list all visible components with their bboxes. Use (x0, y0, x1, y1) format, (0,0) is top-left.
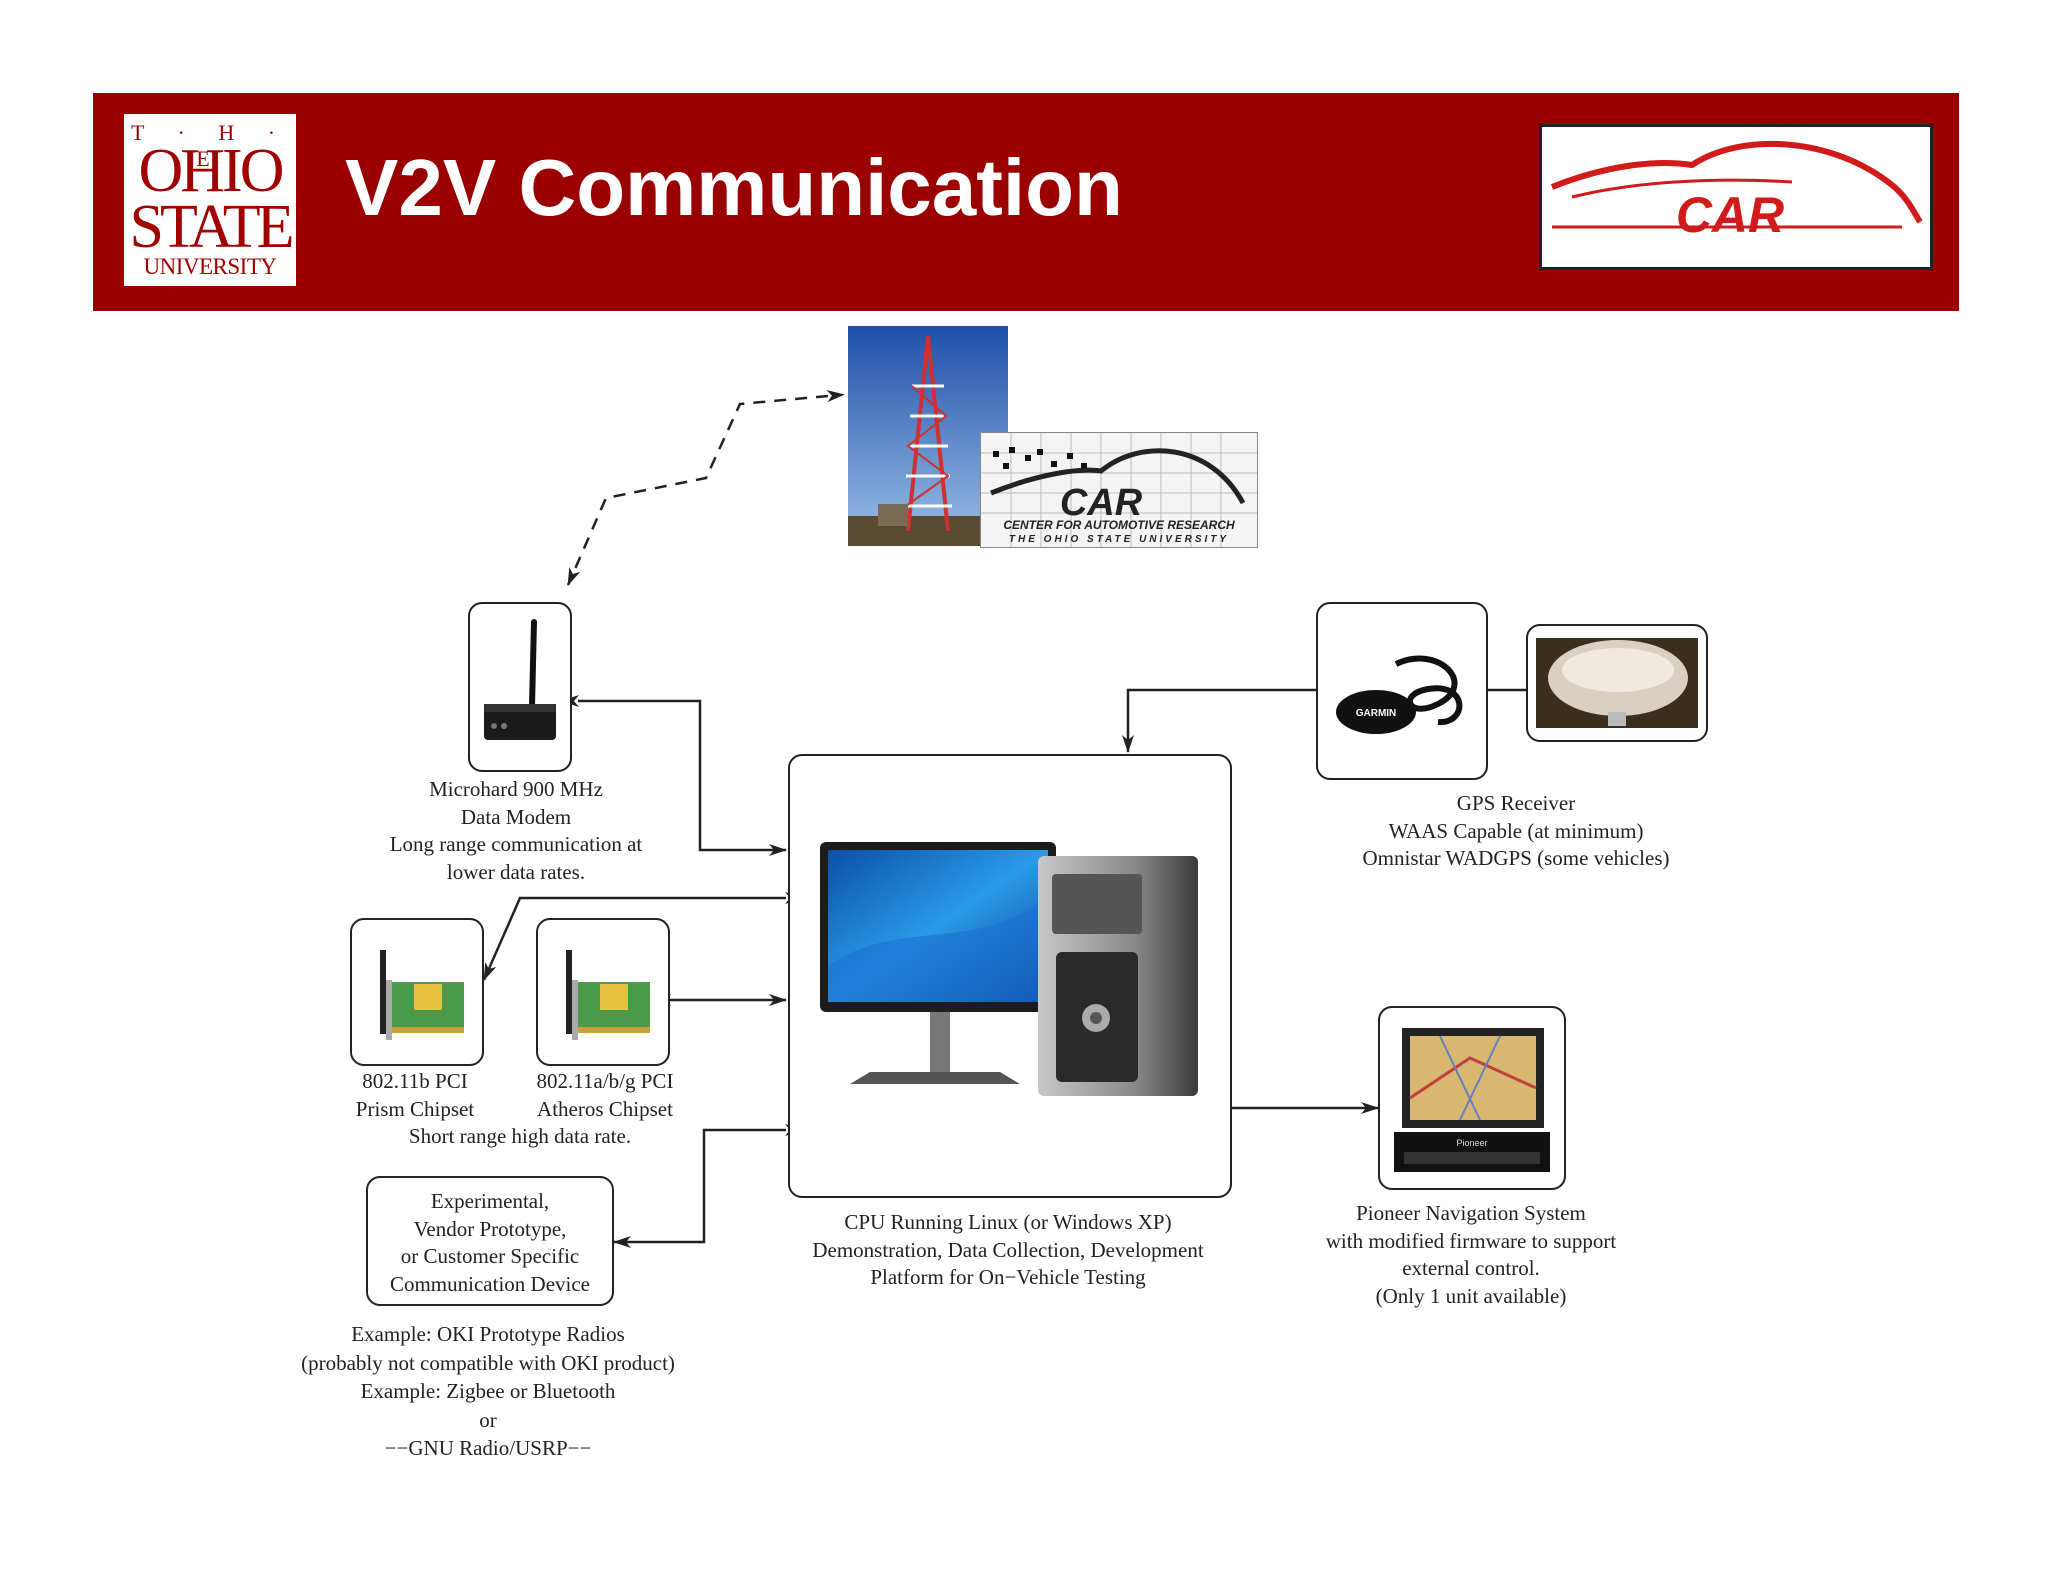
experimental-caption-line1: Example: OKI Prototype Radios (351, 1322, 625, 1346)
modem-caption-line3: Long range communication at (389, 832, 643, 856)
experimental-cpu-link (613, 1124, 803, 1248)
pci-shared-caption: Short range high data rate. (408, 1124, 632, 1148)
pci-abg-box (536, 918, 670, 1066)
modem-caption-line1: Microhard 900 MHz (429, 777, 603, 801)
pioneer-nav-box: Pioneer (1378, 1006, 1566, 1190)
experimental-device-text: Experimental, Vendor Prototype, or Custo… (368, 1188, 612, 1298)
modem-caption: Microhard 900 MHz Data Modem Long range … (318, 776, 714, 886)
pci-abg-card-icon (566, 950, 650, 1040)
cpu-box (788, 754, 1232, 1198)
gps-caption-line2: WAAS Capable (at minimum) (1388, 818, 1644, 843)
cpu-caption-line1: CPU Running Linux (or Windows XP) (844, 1210, 1172, 1234)
computer-icon (820, 842, 1198, 1096)
modem-antenna-icon (484, 619, 556, 740)
osu-logo-state: STATE (129, 193, 294, 261)
gps-caption: GPS Receiver WAAS Capable (at minimum) O… (1316, 790, 1716, 873)
pioneer-brand-text: Pioneer (1456, 1138, 1487, 1148)
osu-logo: T · H · E OHIO STATE UNIVERSITY (124, 114, 296, 286)
pci-abg-caption: 802.11a/b/g PCI Atheros Chipset (510, 1068, 700, 1123)
gps-receiver-box: GARMIN (1316, 602, 1488, 780)
pioneer-caption-line1: Pioneer Navigation System (1356, 1201, 1586, 1225)
car-research-badge-line2: THE OHIO STATE UNIVERSITY (1009, 534, 1229, 545)
pci-abg-caption-line2: Atheros Chipset (537, 1096, 673, 1121)
experimental-caption: Example: OKI Prototype Radios (probably … (268, 1320, 708, 1463)
pci-b-box (350, 918, 484, 1066)
gps-antenna-icon (1536, 638, 1698, 728)
cpu-caption-line2: Demonstration, Data Collection, Developm… (812, 1237, 1204, 1262)
car-logo-text: CAR (1676, 187, 1784, 243)
car-research-badge-graphic: CAR CENTER FOR AUTOMOTIVE RESEARCH THE O… (981, 433, 1257, 547)
gps-receiver-icon: GARMIN (1336, 655, 1463, 734)
experimental-line1: Experimental, (430, 1189, 550, 1213)
experimental-line4: Communication Device (389, 1271, 591, 1296)
pci-abg-caption-line1: 802.11a/b/g PCI (536, 1069, 674, 1093)
pci-b-caption-line1: 802.11b PCI (362, 1069, 468, 1093)
experimental-line2: Vendor Prototype, (413, 1216, 567, 1241)
pioneer-caption-line4: (Only 1 unit available) (1375, 1283, 1567, 1308)
gps-cpu-link (1122, 688, 1316, 753)
slide-title: V2V Communication (345, 143, 1123, 232)
modem-caption-line4: lower data rates. (446, 859, 586, 884)
pioneer-caption-line3: external control. (1402, 1256, 1540, 1280)
cpu-caption-line3: Platform for On−Vehicle Testing (870, 1265, 1146, 1289)
cpu-caption: CPU Running Linux (or Windows XP) Demons… (758, 1209, 1258, 1292)
pci-b-cpu-link (482, 892, 803, 981)
gps-antenna-box (1526, 624, 1708, 742)
car-research-badge-logo: CAR (1060, 482, 1143, 524)
osu-logo-ohio: OHIO (138, 137, 285, 205)
modem-cpu-link (561, 695, 787, 856)
pci-b-caption-line2: Prism Chipset (355, 1096, 475, 1121)
gps-caption-line1: GPS Receiver (1456, 791, 1576, 815)
experimental-caption-line5: −−GNU Radio/USRP−− (384, 1436, 592, 1460)
wireless-link-arrow (566, 390, 845, 586)
experimental-line3: or Customer Specific (400, 1244, 580, 1268)
car-logo: CAR (1539, 124, 1933, 270)
experimental-device-box: Experimental, Vendor Prototype, or Custo… (366, 1176, 614, 1306)
osu-logo-university: UNIVERSITY (143, 254, 278, 279)
modem-box (468, 602, 572, 772)
experimental-caption-line3: Example: Zigbee or Bluetooth (360, 1379, 616, 1403)
car-research-badge-line1: CENTER FOR AUTOMOTIVE RESEARCH (1003, 518, 1235, 532)
osu-logo-the: T · H · E (130, 120, 290, 171)
experimental-caption-line4: or (479, 1407, 497, 1432)
pci-b-caption: 802.11b PCI Prism Chipset (320, 1068, 510, 1123)
car-logo-graphic: CAR (1550, 140, 1923, 243)
pioneer-caption-line2: with modified firmware to support (1325, 1228, 1617, 1253)
gps-caption-line3: Omnistar WADGPS (some vehicles) (1362, 846, 1670, 870)
modem-caption-line2: Data Modem (460, 804, 572, 829)
pci-b-card-icon (380, 950, 464, 1040)
navigation-unit-icon: Pioneer (1394, 1028, 1550, 1172)
car-research-badge: CAR CENTER FOR AUTOMOTIVE RESEARCH THE O… (980, 432, 1258, 548)
pioneer-caption: Pioneer Navigation System with modified … (1266, 1200, 1676, 1310)
experimental-caption-line2: (probably not compatible with OKI produc… (301, 1350, 675, 1375)
gps-brand-text: GARMIN (1356, 708, 1397, 719)
